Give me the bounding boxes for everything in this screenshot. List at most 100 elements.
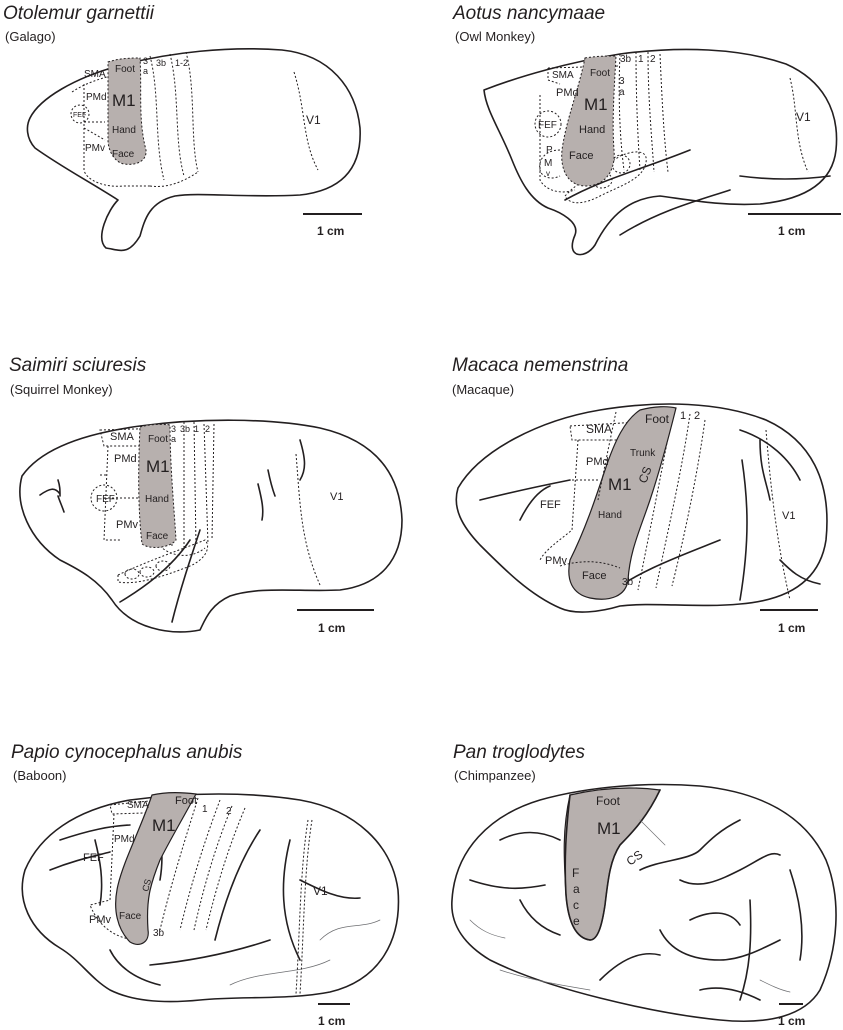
label-m1: M1 xyxy=(597,819,621,838)
label-pmv: PMv xyxy=(89,914,112,926)
common-name: (Owl Monkey) xyxy=(455,29,536,44)
m1-region xyxy=(138,423,177,548)
species-name: Pan troglodytes xyxy=(453,742,586,763)
species-name: Saimiri sciuresis xyxy=(9,355,147,376)
label-v1: V1 xyxy=(782,510,795,522)
svg-text:1: 1 xyxy=(638,54,644,65)
svg-text:2: 2 xyxy=(694,410,700,422)
svg-text:a: a xyxy=(573,882,580,896)
label-face-f: F xyxy=(572,866,579,880)
brain-diagram-galago: SMA Foot 3 a 3b 1-2 PMd M1 FEF Hand PMv … xyxy=(26,48,362,252)
label-trunk: Trunk xyxy=(630,448,656,459)
label-pmd: PMd xyxy=(556,87,579,99)
svg-text:3b: 3b xyxy=(180,424,190,434)
label-v1: V1 xyxy=(313,884,328,898)
brain-outline xyxy=(19,419,403,633)
label-pmv: PMv xyxy=(116,519,139,531)
svg-text:3b: 3b xyxy=(153,928,165,939)
label-m1: M1 xyxy=(146,457,170,476)
label-sma: SMA xyxy=(127,800,149,811)
svg-text:3b: 3b xyxy=(622,577,634,588)
svg-text:2: 2 xyxy=(650,54,656,65)
svg-text:P: P xyxy=(546,145,553,156)
label-m1: M1 xyxy=(584,95,608,114)
brain-diagram-squirrel-monkey: SMA Foot 3 a 3b 1 2 PMd M1 FEF Hand PMv … xyxy=(19,419,403,635)
brain-outline xyxy=(483,48,838,256)
label-foot: Foot xyxy=(148,434,168,445)
svg-text:v: v xyxy=(546,169,550,178)
scale-label: 1 cm xyxy=(778,1014,805,1028)
svg-text:3: 3 xyxy=(143,56,148,66)
scale-label: 1 cm xyxy=(778,224,805,238)
svg-text:a: a xyxy=(171,434,176,444)
svg-text:a: a xyxy=(143,66,148,76)
label-pmd: PMd xyxy=(114,453,137,465)
label-foot: Foot xyxy=(645,412,670,426)
label-pmd: PMd xyxy=(86,92,107,103)
label-hand: Hand xyxy=(112,125,136,136)
label-sma: SMA xyxy=(84,69,106,80)
species-name: Otolemur garnettii xyxy=(3,3,155,24)
common-name: (Galago) xyxy=(5,29,56,44)
label-face: Face xyxy=(119,911,142,922)
label-sma: SMA xyxy=(110,431,135,443)
label-pmv: PMv xyxy=(85,143,105,154)
label-fef: FEF xyxy=(73,112,86,119)
label-v1: V1 xyxy=(330,491,343,503)
svg-text:e: e xyxy=(573,914,580,928)
label-hand: Hand xyxy=(598,510,622,521)
label-foot: Foot xyxy=(115,64,135,75)
common-name: (Chimpanzee) xyxy=(454,768,536,783)
svg-text:2: 2 xyxy=(205,424,210,434)
m1-region xyxy=(561,55,617,187)
label-fef: FEF xyxy=(538,120,557,131)
label-foot: Foot xyxy=(590,68,610,79)
label-pmv: PMv xyxy=(545,555,568,567)
species-name: Macaca nemenstrina xyxy=(452,355,629,376)
scale-label: 1 cm xyxy=(318,621,345,635)
label-m1: M1 xyxy=(112,91,136,110)
label-sma: SMA xyxy=(586,422,612,436)
svg-text:3: 3 xyxy=(619,76,625,87)
scale-label: 1 cm xyxy=(318,1014,345,1028)
svg-text:3b: 3b xyxy=(156,58,166,68)
label-foot: Foot xyxy=(175,795,197,807)
svg-text:2: 2 xyxy=(226,806,232,817)
svg-text:1-2: 1-2 xyxy=(175,58,188,68)
label-pmd: PMd xyxy=(586,456,609,468)
label-v1: V1 xyxy=(796,110,811,124)
label-m1: M1 xyxy=(608,475,632,494)
label-m1: M1 xyxy=(152,816,176,835)
brain-outline xyxy=(451,783,837,1023)
svg-text:c: c xyxy=(573,898,579,912)
label-fef: FEF xyxy=(540,499,561,511)
m1-region xyxy=(568,406,677,600)
label-face: Face xyxy=(582,570,606,582)
label-face: Face xyxy=(112,149,135,160)
common-name: (Squirrel Monkey) xyxy=(10,382,113,397)
svg-text:M: M xyxy=(544,158,552,169)
label-pmd: PMd xyxy=(114,834,135,845)
brain-diagram-macaque: SMA Foot 1 2 PMd Trunk CS M1 FEF Hand PM… xyxy=(455,403,828,635)
species-name: Papio cynocephalus anubis xyxy=(11,742,243,763)
label-hand: Hand xyxy=(145,494,169,505)
m1-region xyxy=(115,792,197,945)
label-cs: CS xyxy=(140,878,153,893)
svg-text:3: 3 xyxy=(171,424,176,434)
common-name: (Baboon) xyxy=(13,768,67,783)
label-fef: FEF xyxy=(96,494,115,505)
svg-text:1: 1 xyxy=(202,804,208,815)
svg-text:a: a xyxy=(619,87,625,98)
scale-label: 1 cm xyxy=(778,621,805,635)
brain-diagram-owl-monkey: 3b 1 2 SMA Foot 3 a PMd M1 FEF Hand Face… xyxy=(483,48,841,256)
scale-label: 1 cm xyxy=(317,224,344,238)
label-face: Face xyxy=(569,150,593,162)
brain-diagram-baboon: SMA Foot 1 2 M1 PMd FEF CS PMv Face 3b V… xyxy=(21,792,400,1028)
svg-text:1: 1 xyxy=(680,410,686,422)
label-sma: SMA xyxy=(552,70,574,81)
label-hand: Hand xyxy=(579,124,605,136)
species-name: Aotus nancymaae xyxy=(453,3,606,24)
label-foot: Foot xyxy=(596,794,621,808)
label-cs: CS xyxy=(636,465,655,485)
